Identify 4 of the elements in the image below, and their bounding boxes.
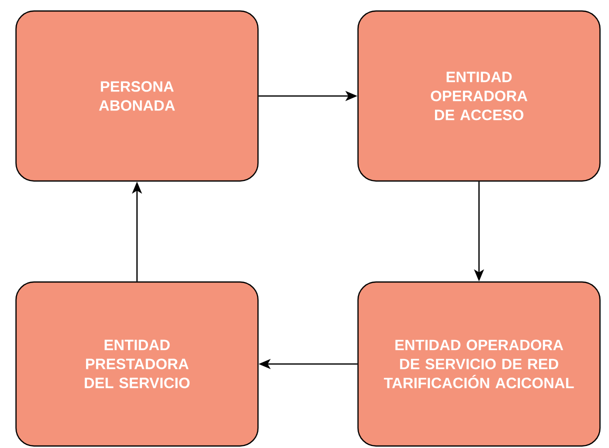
process-box: ENTIDAD PRESTADORA DEL SERVICIO bbox=[15, 281, 259, 447]
process-box: PERSONA ABONADA bbox=[15, 10, 259, 182]
process-box: ENTIDAD OPERADORA DE ACCESO bbox=[357, 10, 601, 182]
process-box: ENTIDAD OPERADORA DE SERVICIO DE RED TARIFICACIÓN ACICONAL bbox=[357, 281, 601, 447]
